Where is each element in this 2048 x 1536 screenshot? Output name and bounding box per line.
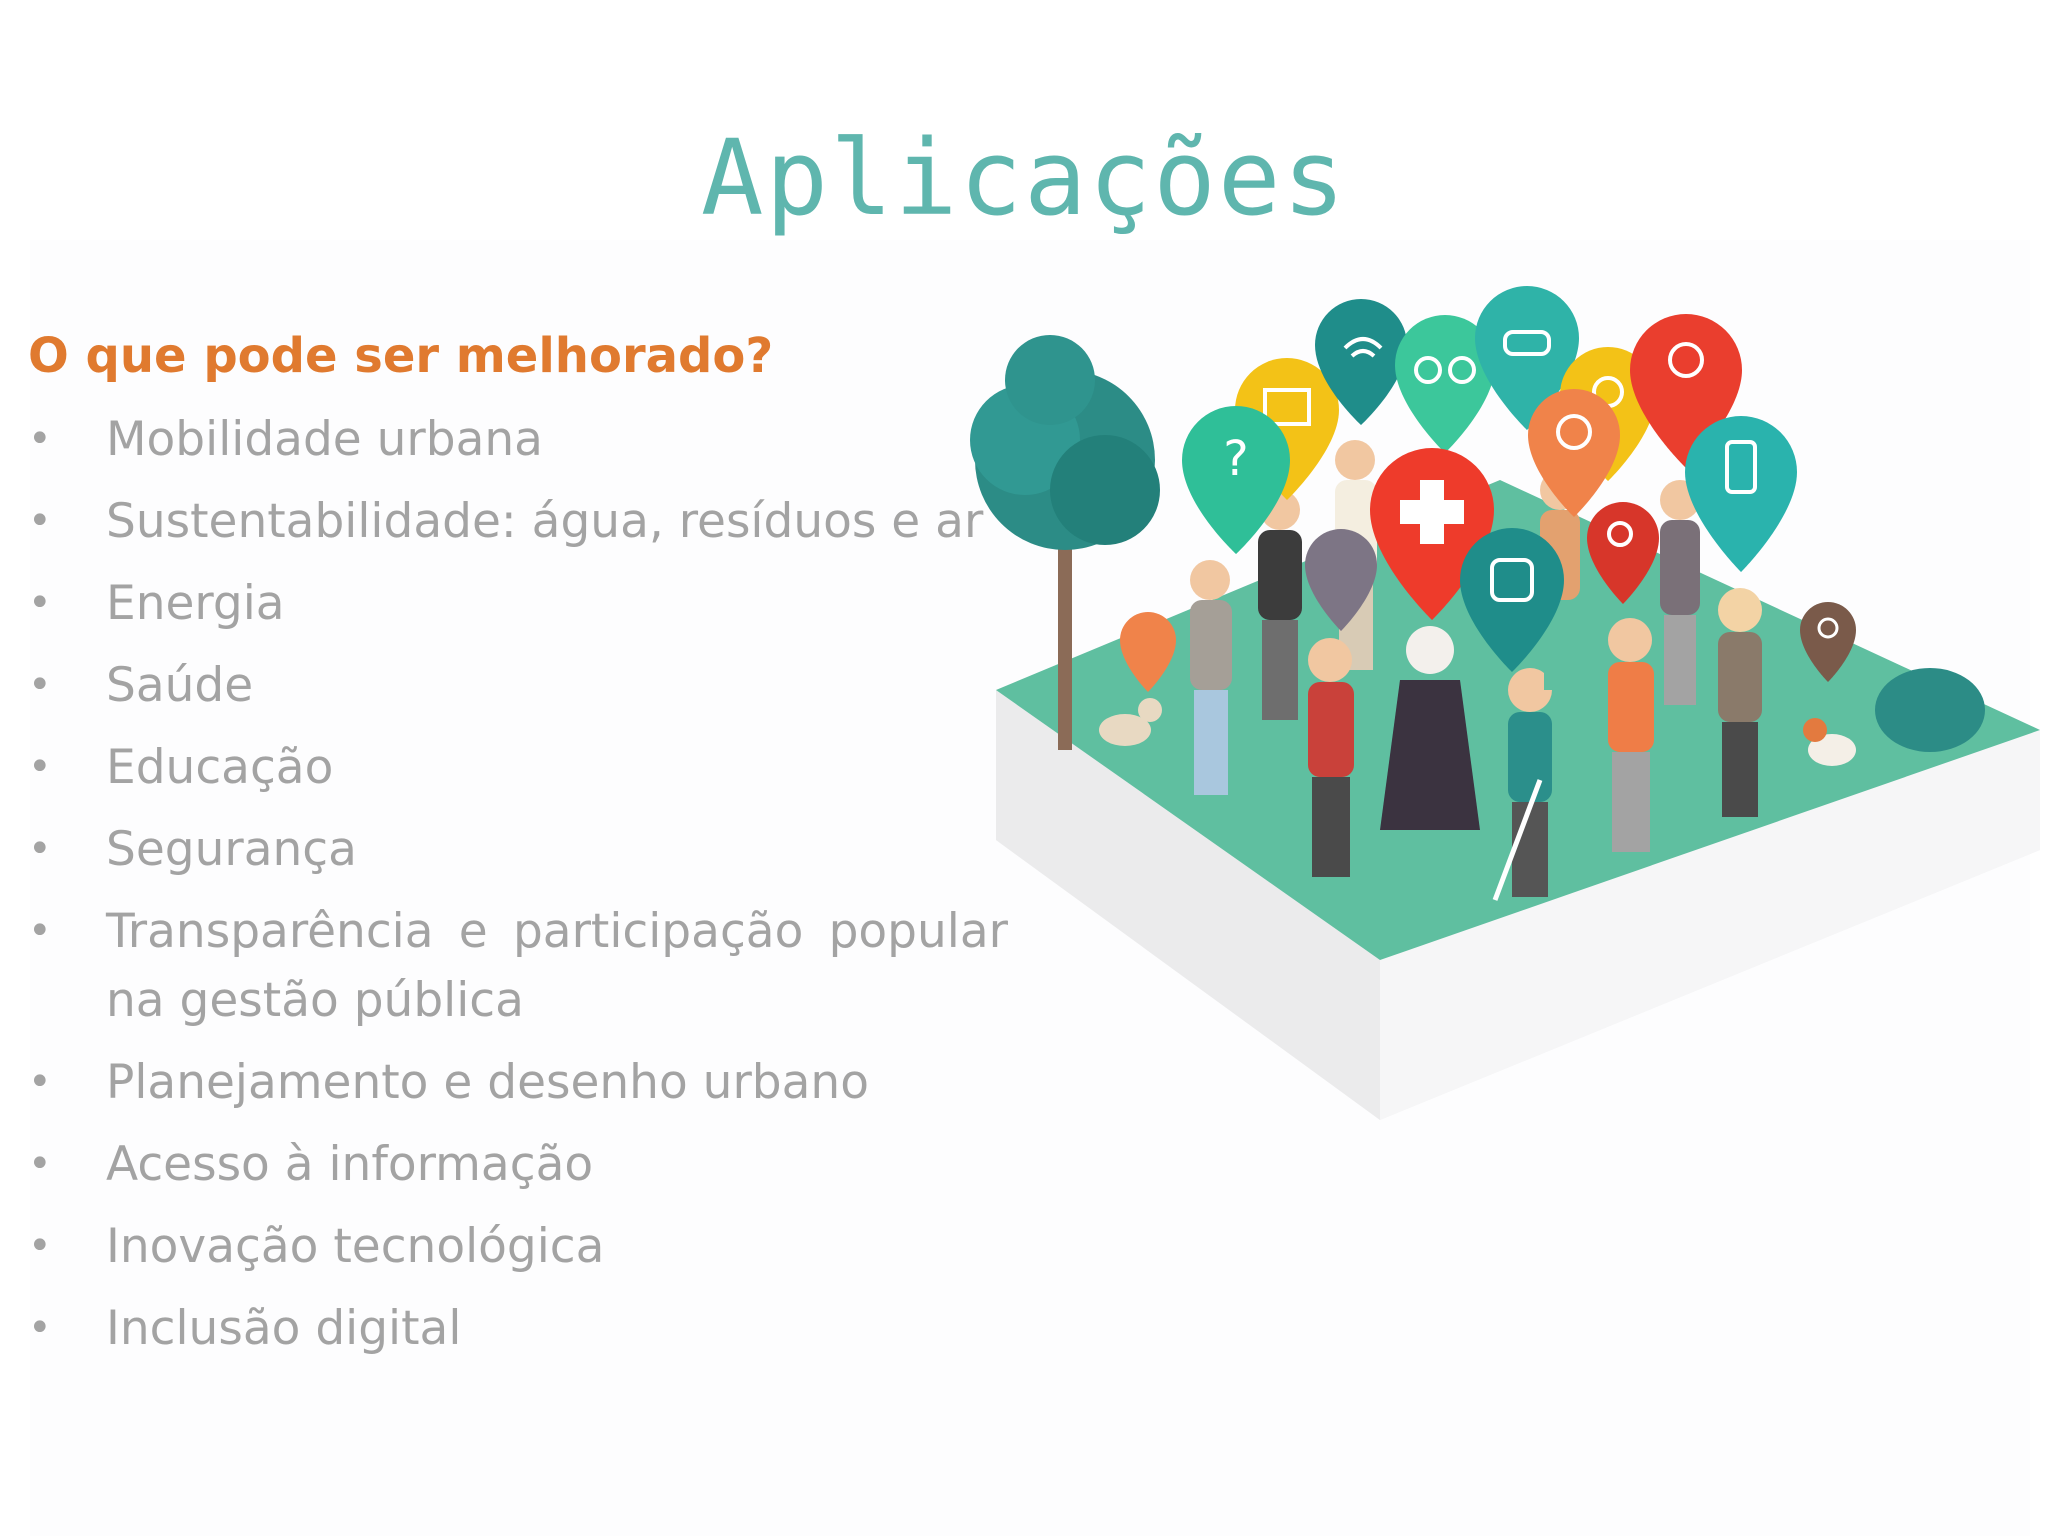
person-icon <box>1718 588 1762 817</box>
bullet-icon: • <box>28 826 52 872</box>
lightbulb-icon: ? <box>1182 406 1290 554</box>
slide-subtitle: O que pode ser melhorado? <box>28 328 774 384</box>
white-cane <box>1492 779 1543 901</box>
water-icon <box>1305 529 1377 631</box>
slide-title: Aplicações <box>700 117 1348 239</box>
dog-icon <box>1803 718 1856 766</box>
smartphone-icon <box>1685 416 1797 572</box>
person-icon <box>1190 560 1232 795</box>
tree-icon <box>970 335 1160 750</box>
bus-icon <box>1460 528 1564 672</box>
weather-icon <box>1528 389 1620 517</box>
person-icon <box>1508 668 1552 897</box>
list-item: •Segurança <box>28 815 1008 884</box>
bullet-icon: • <box>28 744 52 790</box>
bush-icon <box>1875 668 1985 752</box>
search-icon <box>1587 502 1659 604</box>
person-icon <box>1608 618 1654 852</box>
list-item: •Transparência e participação popular na… <box>28 897 1008 1035</box>
bicycle-icon <box>1395 315 1495 453</box>
location-pins: ? <box>1120 286 1856 692</box>
list-item: •Educação <box>28 733 1008 802</box>
list-item: •Planejamento e desenho urbano <box>28 1048 1008 1117</box>
list-item: •Mobilidade urbana <box>28 405 1008 474</box>
smart-city-illustration: ? <box>970 286 2040 1120</box>
list-item: •Inovação tecnológica <box>28 1212 1008 1281</box>
list-item: •Energia <box>28 569 1008 638</box>
person-icon <box>1660 480 1700 705</box>
donut-icon <box>1800 602 1856 682</box>
wifi-icon <box>1315 299 1407 425</box>
electric-car-icon <box>1475 286 1579 430</box>
person-icon <box>1308 638 1354 877</box>
list-item: •Sustentabilidade: água, resíduos e ar <box>28 487 1008 556</box>
list-item: •Inclusão digital <box>28 1294 1008 1363</box>
dog-icon <box>1099 698 1162 746</box>
bullet-icon: • <box>28 908 52 954</box>
shopping-icon <box>1120 612 1176 692</box>
bullet-icon: • <box>28 1305 52 1351</box>
bullet-list: •Mobilidade urbana •Sustentabilidade: ág… <box>28 405 1008 1376</box>
person-icon <box>1380 626 1480 830</box>
bullet-icon: • <box>28 580 52 626</box>
bullet-icon: • <box>28 1059 52 1105</box>
list-item: •Saúde <box>28 651 1008 720</box>
bullet-icon: • <box>28 1223 52 1269</box>
bullet-icon: • <box>28 1141 52 1187</box>
bullet-icon: • <box>28 662 52 708</box>
bullet-icon: • <box>28 416 52 462</box>
person-icon <box>1258 490 1302 720</box>
bullet-icon: • <box>28 498 52 544</box>
list-item: •Acesso à informação <box>28 1130 1008 1199</box>
svg-text:?: ? <box>1223 431 1248 487</box>
